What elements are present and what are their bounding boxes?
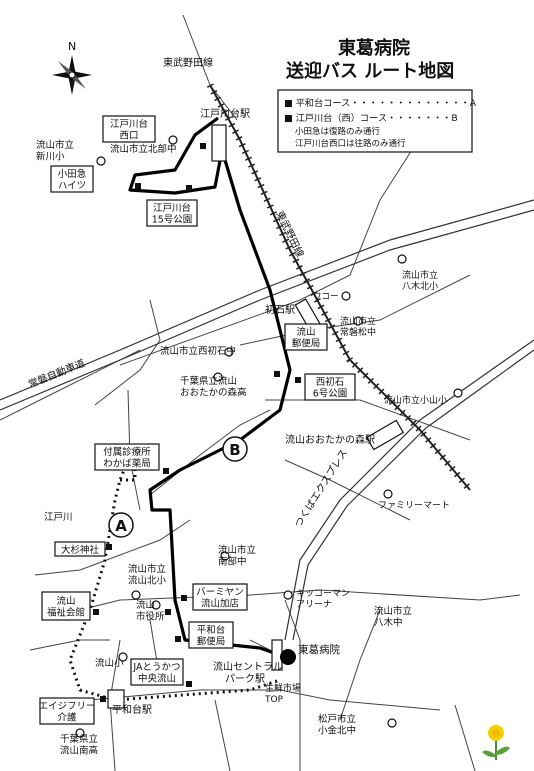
joban-expressway [0,199,534,411]
station-otakanomori-label: 流山おおたかの森駅 [285,433,375,446]
place-yagi-jhs: 流山市立八木中 [374,605,412,629]
stop-label-osugi-shrine: 大杉神社 [61,544,100,556]
place-nagareyama-minami-hs: 千葉県立流山南高 [60,733,98,757]
station-central-park-label: 流山セントラルパーク駅 [213,660,283,685]
stop-label-fuzoku-clinic: 付属診療所わかば薬局 [103,446,151,470]
station-hatsuishi: 初石駅 [265,298,322,332]
stop-label-bamiyan: バーミヤン流山加店 [196,587,244,610]
route-marker-b-label: B [229,441,240,459]
place-kikkoman-arena: キッコーマンアリーナ [296,589,350,610]
bus-route [128,116,292,657]
station-heiwadai-label: 平和台駅 [112,703,152,716]
route-marker-a-label: A [115,517,127,535]
route-marker-b: B [222,436,248,462]
place-tokiwamatsu-jhs: 流山市立常磐松中 [340,315,376,338]
landmark-circles [75,135,463,738]
station-otakanomori: 流山おおたかの森駅 [285,419,405,451]
stop-box-nagareyama-post: 流山郵便局 [284,323,328,351]
stop-box-ageful: エイジフリー介護 [38,697,96,725]
place-wakoh: ワコー [313,292,339,302]
place-city-hall: 流山市役所 [136,599,165,623]
place-nanbu-jhs: 流山市立南部中 [218,544,256,568]
stop-box-ja-tonkatsu: JAとうかつ中央流山 [130,658,184,686]
place-kitabu-jhs: 流山市立北部中 [110,143,177,155]
place-familymart: ファミリーマート [378,501,450,511]
place-edogawa: 江戸川 [44,512,73,523]
map-title: 東葛病院 送迎バス ルート地図 [285,37,454,82]
stop-label-ageful: エイジフリー介護 [38,701,95,724]
place-labels: 東葛病院 流山市立北部中 流山市立新川小流山市立八木北小ワコー流山市立常磐松中流山市… [36,139,450,757]
tobu-noda-line [206,83,473,493]
station-edogawadai-label: 江戸川台駅 [200,107,250,120]
legend-course-b: ■ 江戸川台（西）コース・・・・・・・B [284,112,458,124]
title-line1: 東葛病院 [338,37,410,59]
title-line2: 送迎バス ルート地図 [285,60,454,82]
station-edogawadai: 江戸川台駅 [200,107,250,162]
stop-box-fuzoku-clinic: 付属診療所わかば薬局 [94,443,160,471]
hospital-marker [280,649,296,665]
stop-label-ja-tonkatsu: JAとうかつ中央流山 [132,662,180,685]
place-nishihatsuishi-jhs: 流山市立西初石中 [160,345,236,357]
stop-label-edogawadai-nishiguchi: 江戸川台西口 [110,118,148,142]
place-nagareyama-es: 流山小 [95,657,124,669]
stop-label-nagareyama-post: 流山郵便局 [292,326,321,350]
compass-icon: N [52,40,92,95]
stop-box-fukushi-kaikan: 流山福祉会館 [41,591,91,621]
station-hatsuishi-label: 初石駅 [265,303,295,316]
place-koyama-es: 流山市立小山小 [384,394,447,406]
compass-north-label: N [68,40,76,53]
stop-box-heiwadai-post: 平和台郵便局 [188,621,234,649]
stop-label-heiwadai-post: 平和台郵便局 [197,624,226,648]
legend-note-1: 小田急は復路のみ通行 [295,126,381,137]
tobu-line-label: 東武野田線 [163,56,213,69]
station-heiwadai: 平和台駅 [107,689,152,716]
legend-course-a: ■ 平和台コース・・・・・・・・・・・・・A [284,97,477,109]
dandelion-icon [482,725,510,760]
stop-box-edogawadai-nishiguchi: 江戸川台西口 [102,115,156,143]
stop-label-fukushi-kaikan: 流山福祉会館 [47,595,85,619]
stop-box-osugi-shrine: 大杉神社 [54,541,106,557]
place-nagareyama-kita-es: 流山市立流山北小 [128,563,167,587]
place-otakanomori-hs: 千葉県立流山おおたかの森高 [180,375,247,399]
legend-note-2: 江戸川台西口は往路のみ通行 [295,138,406,149]
place-yagikita-es: 流山市立八木北小 [402,269,438,292]
route-marker-a: A [108,512,134,538]
station-central-park: 流山セントラルパーク駅 [213,639,283,685]
place-toukatsu-hospital: 東葛病院 [298,643,340,656]
stop-squares [93,143,301,702]
stop-label-odakyu-heights: 小田急ハイツ [58,168,87,192]
legend: ■ 平和台コース・・・・・・・・・・・・・A ■ 江戸川台（西）コース・・・・・… [277,89,477,153]
stop-box-bamiyan: バーミヤン流山加店 [192,583,248,611]
stop-box-odakyu-heights: 小田急ハイツ [50,165,94,193]
place-shinkawa-es: 流山市立新川小 [36,139,74,163]
place-matsudo-kogane-jhs: 松戸市立小金北中 [318,713,356,737]
